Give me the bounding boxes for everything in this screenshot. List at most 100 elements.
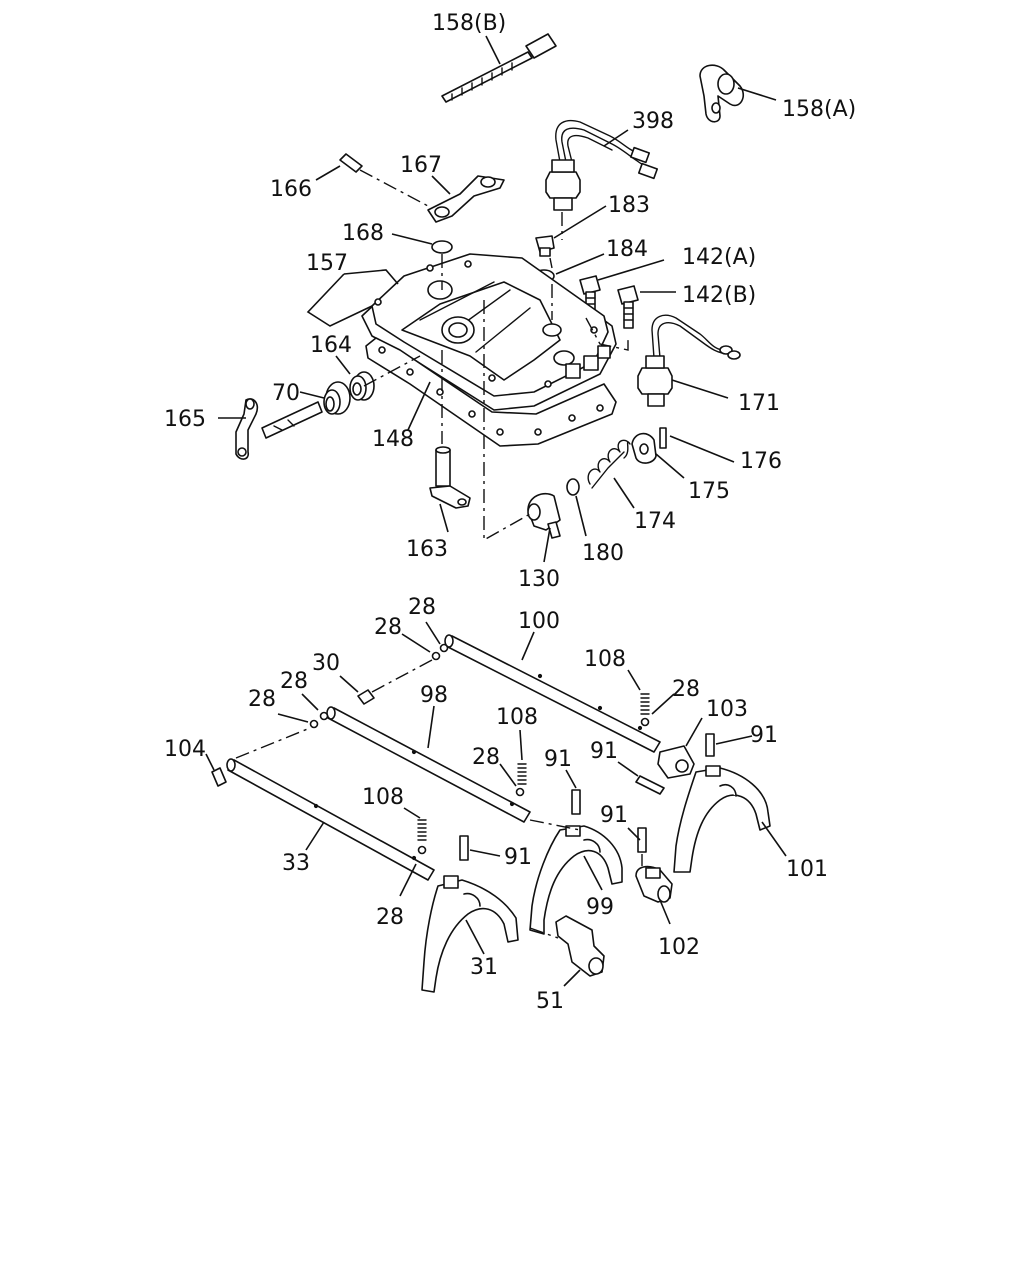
callout-158a: 158(A) [782, 97, 856, 122]
callout-142a: 142(A) [682, 245, 756, 270]
callout-30: 30 [312, 651, 340, 676]
detent-ball [515, 787, 525, 797]
callout-104: 104 [164, 737, 206, 762]
switch-with-wires-part [545, 119, 659, 211]
callout-148: 148 [372, 427, 414, 452]
callout-28-e: 28 [248, 687, 276, 712]
callout-51: 51 [536, 989, 564, 1014]
bushing-part [349, 371, 375, 401]
shift-rod-part [444, 634, 661, 753]
callout-108-c: 108 [362, 785, 404, 810]
callout-163: 163 [406, 537, 448, 562]
callout-99: 99 [586, 895, 614, 920]
shift-cover-housing-part [361, 253, 617, 411]
small-washer-part [566, 478, 580, 496]
detent-ball [309, 719, 319, 729]
callout-28-d: 28 [672, 677, 700, 702]
plug-part [535, 235, 555, 257]
bracket-plate-part [427, 175, 505, 223]
shift-fork-middle-part [529, 825, 623, 935]
callout-28-g: 28 [376, 905, 404, 930]
callout-180: 180 [582, 541, 624, 566]
callout-174: 174 [634, 509, 676, 534]
cable-tie-part [441, 33, 557, 103]
detent-ball [439, 643, 449, 653]
callout-166: 166 [270, 177, 312, 202]
detent-ball [417, 845, 427, 855]
callout-167: 167 [400, 153, 442, 178]
bolt-b-part [617, 285, 639, 329]
cover-gasket-part [365, 337, 617, 447]
detent-spring-set [417, 693, 650, 841]
callout-labels: 158(B) 158(A) 398 166 167 183 168 184 14… [164, 11, 856, 1014]
callout-28-c: 28 [280, 669, 308, 694]
callout-108-b: 108 [496, 705, 538, 730]
callout-91-b: 91 [590, 739, 618, 764]
shift-lever-shaft-part [235, 398, 323, 460]
alignment-line-shaft [363, 350, 443, 444]
inner-lever-part [429, 446, 471, 509]
oil-seal-part [323, 381, 351, 415]
callout-98: 98 [420, 683, 448, 708]
roll-pin-set [459, 733, 715, 861]
callout-28-f: 28 [472, 745, 500, 770]
callout-91-d: 91 [600, 803, 628, 828]
pin-part [339, 153, 363, 173]
callout-108-a: 108 [584, 647, 626, 672]
shift-fork-part [673, 765, 771, 873]
shift-block-lower-part [635, 865, 673, 903]
detent-cam-part [631, 432, 657, 464]
shift-lever-head-part [555, 915, 605, 977]
roll-pin-part [659, 427, 667, 449]
end-plug-part [211, 767, 227, 787]
callout-33: 33 [282, 851, 310, 876]
callout-100: 100 [518, 609, 560, 634]
callout-91-a: 91 [750, 723, 778, 748]
callout-184: 184 [606, 237, 648, 262]
callout-165: 165 [164, 407, 206, 432]
callout-176: 176 [740, 449, 782, 474]
control-lever-block-part [527, 492, 561, 539]
detent-ball [319, 711, 329, 721]
shift-rod-middle-part [326, 706, 531, 823]
callout-398: 398 [632, 109, 674, 134]
callout-157: 157 [306, 251, 348, 276]
callout-158b: 158(B) [432, 11, 506, 36]
detent-ball [640, 717, 650, 727]
callout-28-b: 28 [374, 615, 402, 640]
callout-168: 168 [342, 221, 384, 246]
alignment-line-bolts [585, 317, 629, 351]
detent-ball [431, 651, 441, 661]
alignment-line-pin [359, 169, 429, 207]
callout-130: 130 [518, 567, 560, 592]
shift-fork-lower-part [421, 875, 519, 993]
callout-171: 171 [738, 391, 780, 416]
callout-175: 175 [688, 479, 730, 504]
alignment-line-rods-lower [235, 727, 311, 759]
shift-rod-lower-part [226, 758, 435, 881]
callout-103: 103 [706, 697, 748, 722]
callout-142b: 142(B) [682, 283, 756, 308]
alignment-line-rods-upper [371, 659, 433, 693]
interlock-pin-part [357, 689, 375, 705]
callout-70: 70 [272, 381, 300, 406]
callout-91-c: 91 [544, 747, 572, 772]
clamp-clip-part [699, 64, 745, 123]
alignment-line-lever [483, 300, 531, 542]
callout-101: 101 [786, 857, 828, 882]
sensor-switch-part [637, 314, 741, 407]
shift-block-part [657, 745, 695, 779]
alignment-line-switch [549, 212, 563, 320]
callout-102: 102 [658, 935, 700, 960]
washer-part-upper [431, 240, 453, 254]
alignment-line-forks [529, 819, 643, 939]
leader-lines [205, 35, 787, 987]
callout-164: 164 [310, 333, 352, 358]
callout-183: 183 [608, 193, 650, 218]
callout-31: 31 [470, 955, 498, 980]
callout-91-e: 91 [504, 845, 532, 870]
detent-ball-set [309, 643, 650, 855]
coil-spring-part [587, 439, 631, 489]
callout-28-a: 28 [408, 595, 436, 620]
